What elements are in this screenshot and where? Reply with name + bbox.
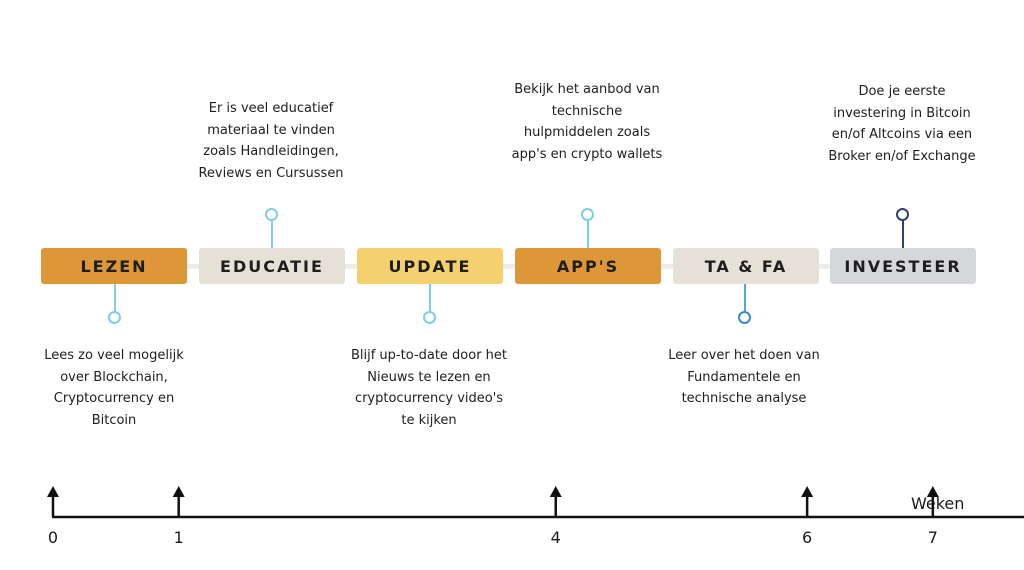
week-marker-arrow-7 xyxy=(926,486,939,497)
step-update-stem xyxy=(429,284,431,312)
step-ta-fa: TA & FA xyxy=(673,248,819,284)
step-update-label: UPDATE xyxy=(388,256,472,276)
step-educatie-stem xyxy=(271,220,273,248)
step-apps: APP'S xyxy=(515,248,661,284)
step-educatie-dot xyxy=(265,208,278,221)
step-investeer-description: Doe je eerste investering in Bitcoin en/… xyxy=(828,84,976,164)
tick-label-4: 4 xyxy=(550,528,561,547)
step-update: UPDATE xyxy=(357,248,503,284)
step-lezen-stem xyxy=(114,284,116,312)
step-lezen-description: Lees zo veel mogelijk over Blockchain, C… xyxy=(44,348,184,428)
week-marker-arrow-0 xyxy=(47,486,59,497)
step-ta-fa-dot xyxy=(738,311,751,324)
step-investeer: INVESTEER xyxy=(830,248,976,284)
step-investeer-stem xyxy=(902,220,904,248)
step-lezen-dot xyxy=(108,311,121,324)
tick-label-0: 0 xyxy=(47,528,59,547)
steps-connector-line xyxy=(110,264,910,269)
step-investeer-dot xyxy=(896,208,909,221)
step-ta-fa-label: TA & FA xyxy=(704,256,788,276)
step-apps-description: Bekijk het aanbod van technische hulpmid… xyxy=(511,82,663,162)
week-axis xyxy=(47,486,1024,519)
step-lezen: LEZEN xyxy=(41,248,187,284)
tick-label-6: 6 xyxy=(802,528,813,547)
axis-title-weken: Weken xyxy=(911,494,965,513)
tick-label-1: 1 xyxy=(173,528,184,547)
step-update-dot xyxy=(423,311,436,324)
step-ta-fa-description: Leer over het doen van Fundamentele en t… xyxy=(668,348,820,406)
week-marker-arrow-4 xyxy=(549,486,562,497)
step-apps-label: APP'S xyxy=(556,256,620,276)
step-ta-fa-stem xyxy=(744,284,746,312)
step-educatie-description: Er is veel educatief materiaal te vinden… xyxy=(198,101,344,181)
tick-label-7: 7 xyxy=(927,528,938,547)
week-marker-arrow-6 xyxy=(801,486,814,497)
step-apps-dot xyxy=(581,208,594,221)
step-educatie-label: EDUCATIE xyxy=(220,256,324,276)
step-educatie: EDUCATIE xyxy=(199,248,345,284)
step-lezen-label: LEZEN xyxy=(80,256,148,276)
step-apps-stem xyxy=(587,220,589,248)
step-update-description: Blijf up-to-date door het Nieuws te leze… xyxy=(350,348,508,428)
step-investeer-label: INVESTEER xyxy=(844,256,962,276)
week-marker-arrow-1 xyxy=(172,486,185,497)
